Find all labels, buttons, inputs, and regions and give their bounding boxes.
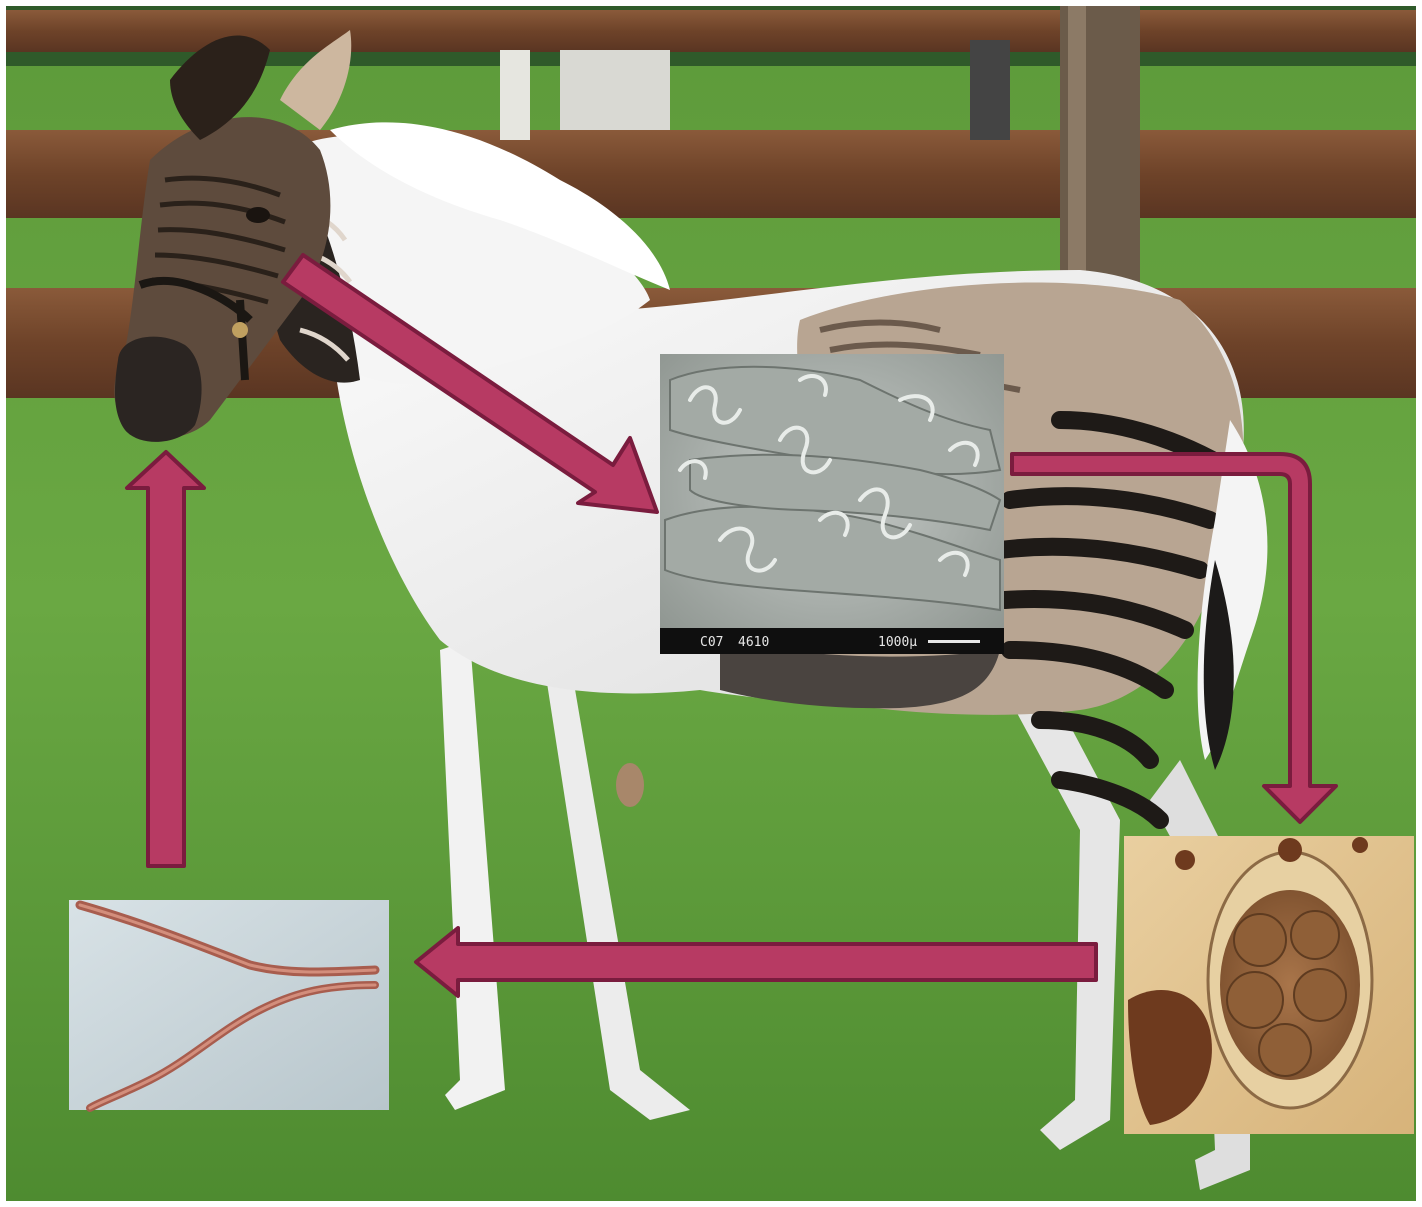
larvae-photo [69,900,389,1110]
sem-scale-bar [928,640,980,643]
sem-code-left: C07 [700,635,723,650]
parasite-egg-photo [1124,836,1414,1134]
sem-worms-photo: C07 4610 1000μ [660,354,1004,654]
sem-code-right: 4610 [738,635,769,650]
sem-scale-label: 1000μ [878,635,917,650]
